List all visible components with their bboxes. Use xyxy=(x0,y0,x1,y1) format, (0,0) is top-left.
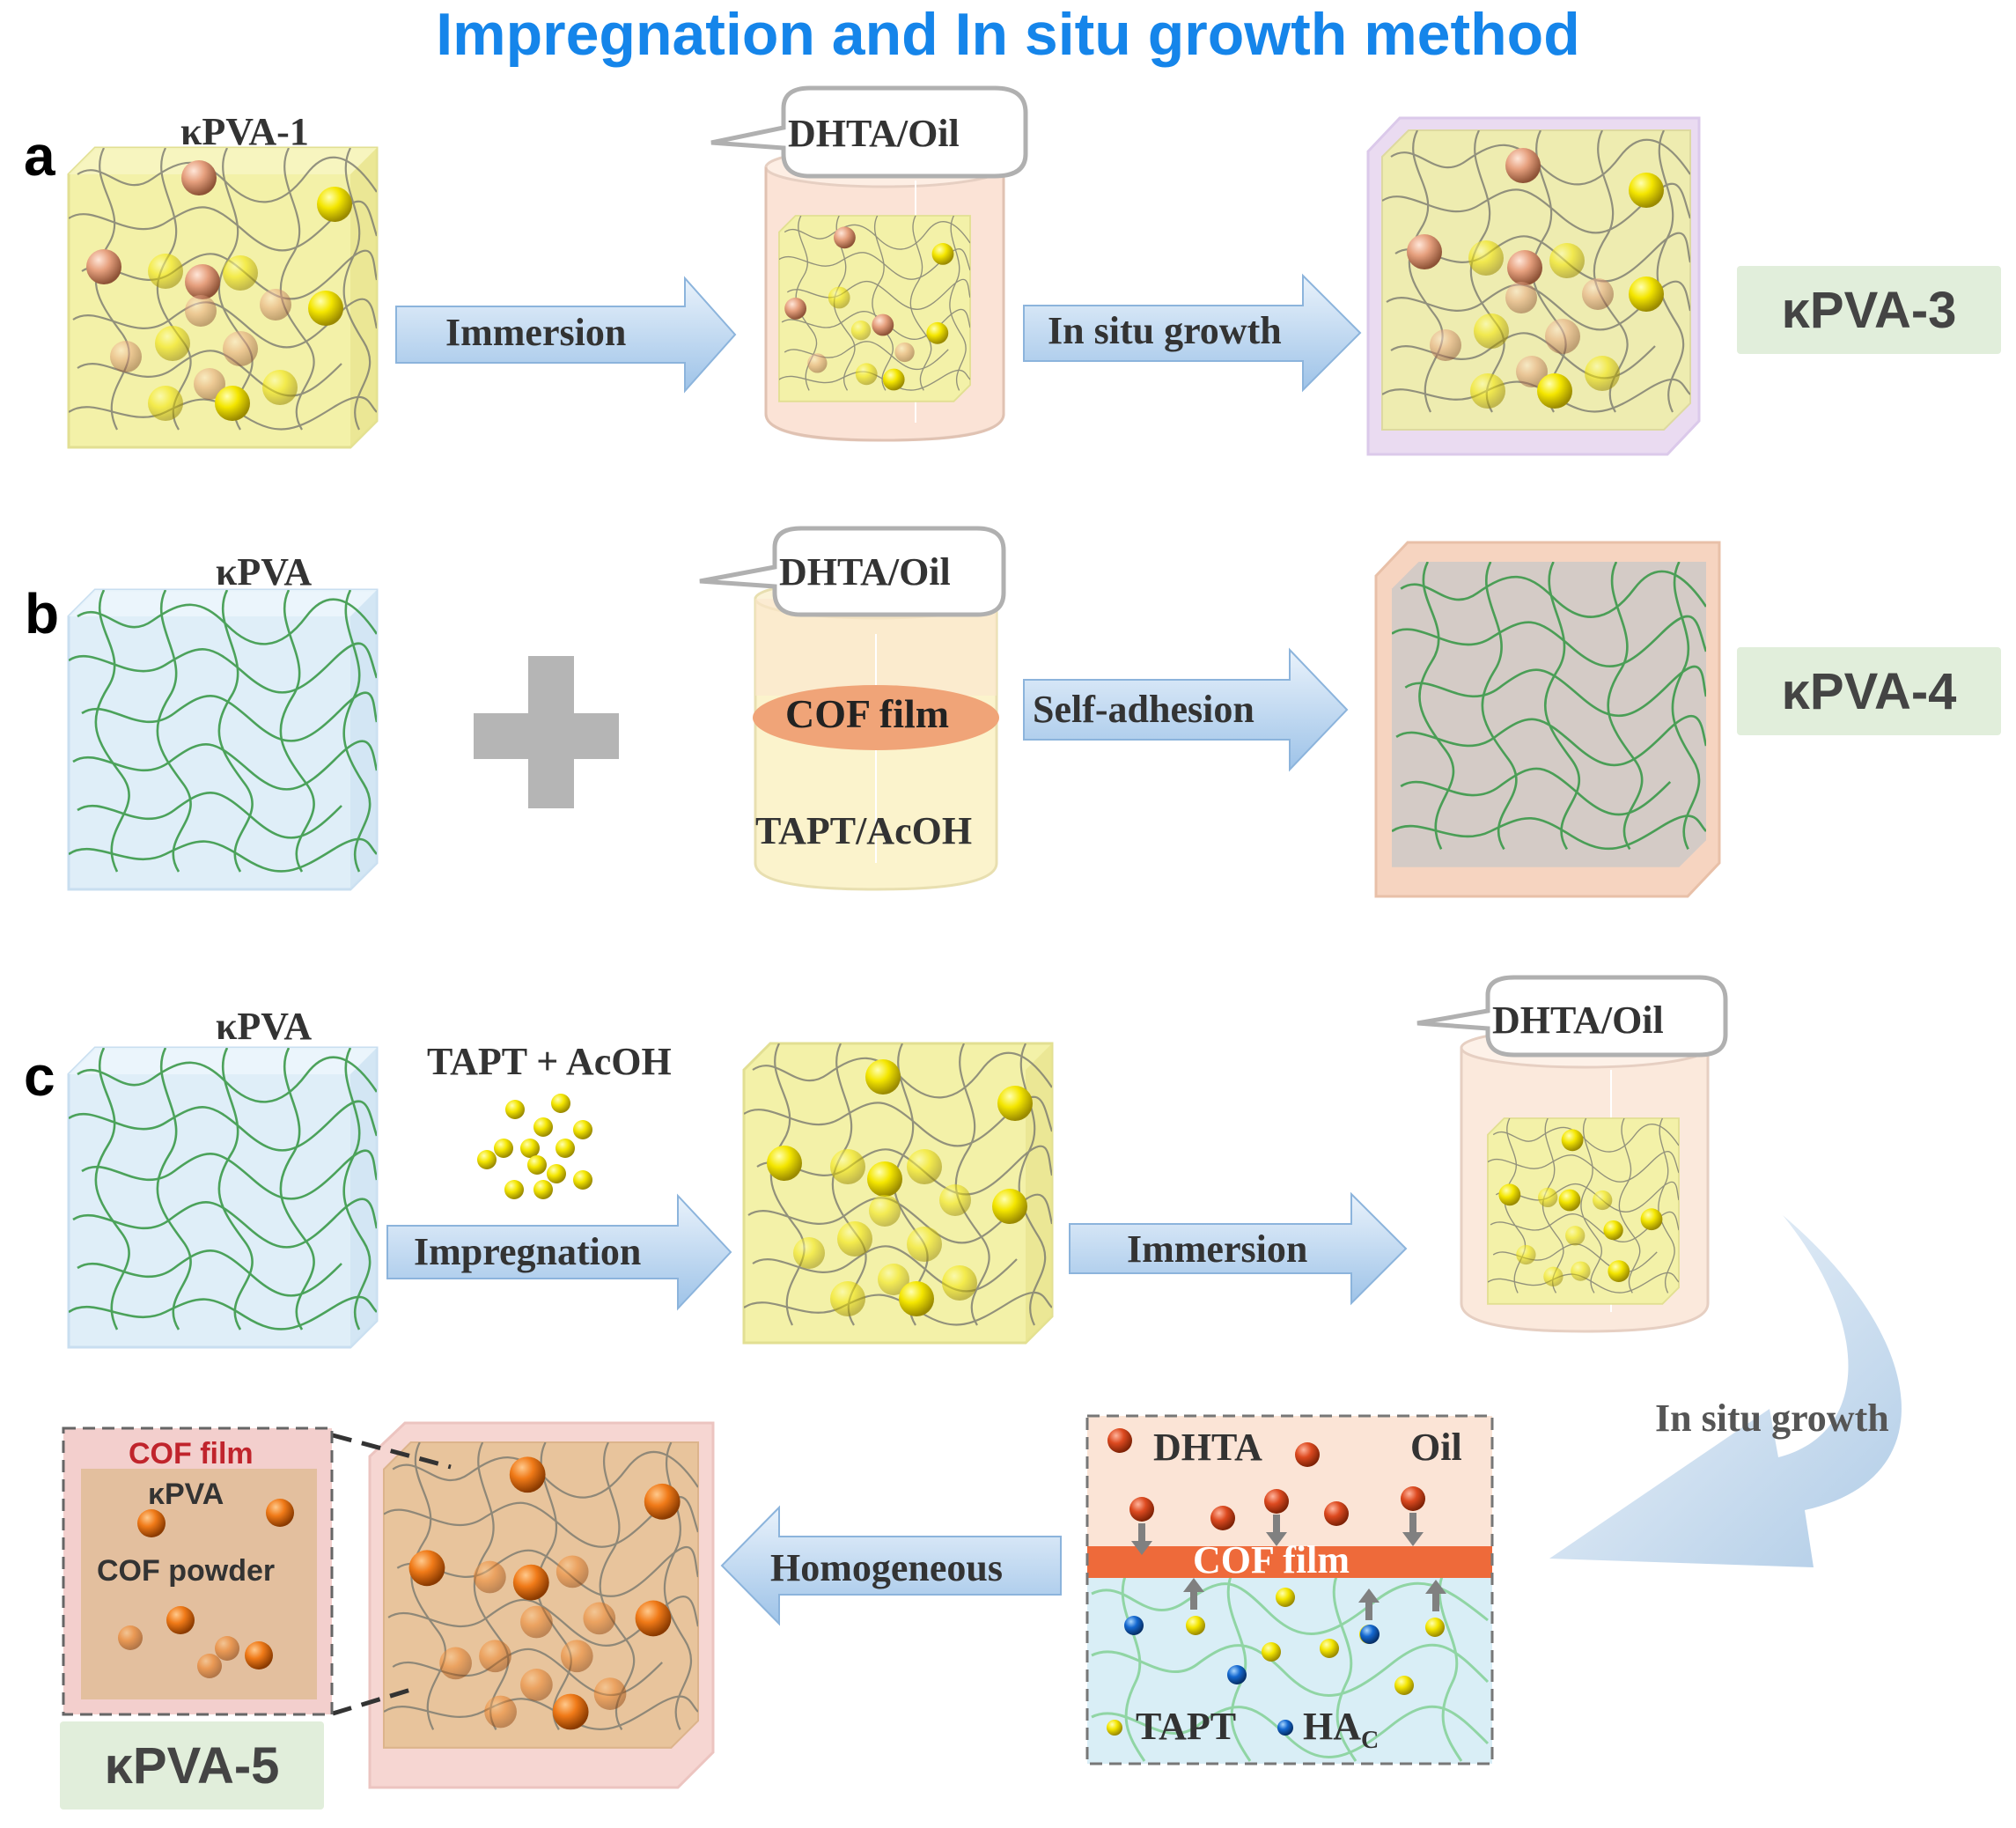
panel-letter-c: c xyxy=(24,1044,55,1108)
result-kpva-3: κPVA-3 xyxy=(1737,266,2001,354)
cube-kpva-1 xyxy=(67,146,379,449)
label-homogeneous: Homogeneous xyxy=(770,1546,1003,1589)
label-dhta-oil-b: DHTA/Oil xyxy=(779,550,951,593)
label-kpva-b: κPVA xyxy=(216,550,313,593)
label-immersion-a: Immersion xyxy=(445,311,627,354)
bubble-c xyxy=(1416,975,1728,1058)
panel-letter-b: b xyxy=(25,582,60,645)
inset-label-cof-film: COF film xyxy=(129,1437,254,1471)
arrow-in-situ-growth-a xyxy=(1023,273,1362,393)
beaker-c xyxy=(1460,1027,1710,1333)
label-ha-subscript: C xyxy=(1361,1726,1380,1754)
mechanism-box xyxy=(1085,1414,1494,1765)
panel-b xyxy=(67,526,1721,898)
panel-c xyxy=(62,975,1902,1789)
label-in-situ-growth-c: In situ growth xyxy=(1655,1397,1889,1440)
label-hac: HAC xyxy=(1303,1704,1379,1755)
inset-box xyxy=(62,1426,334,1716)
label-in-situ-growth-a: In situ growth xyxy=(1048,309,1282,352)
arrow-immersion-c xyxy=(1069,1191,1408,1306)
label-tapt: TAPT xyxy=(1136,1705,1237,1748)
panel-letter-a: a xyxy=(24,124,55,188)
label-dhta-oil-a: DHTA/Oil xyxy=(788,112,960,155)
label-immersion-c: Immersion xyxy=(1127,1227,1308,1271)
label-dhta-oil-c: DHTA/Oil xyxy=(1492,999,1664,1042)
label-tapt-acoh: TAPT/AcOH xyxy=(755,809,973,852)
label-cof-film-mechanism: COF film xyxy=(1193,1538,1350,1581)
zoom-line-top xyxy=(332,1433,452,1470)
label-ha: HA xyxy=(1303,1705,1361,1748)
arrow-immersion-a xyxy=(395,276,737,394)
label-oil: Oil xyxy=(1410,1426,1462,1469)
cube-kpva-4 xyxy=(1374,541,1721,898)
label-kpva-1: κPVA-1 xyxy=(180,110,309,153)
tapt-particles xyxy=(477,1094,592,1199)
bubble-a xyxy=(710,85,1028,179)
result-kpva-4: κPVA-4 xyxy=(1737,647,2001,735)
label-dhta: DHTA xyxy=(1153,1426,1262,1469)
cube-kpva-b xyxy=(67,588,379,891)
arrow-self-adhesion xyxy=(1023,647,1349,772)
label-cof-film-b: COF film xyxy=(785,691,950,736)
label-tapt-acoh-reagent: TAPT + AcOH xyxy=(427,1040,672,1083)
arrow-impregnation xyxy=(386,1193,732,1311)
plus-icon xyxy=(474,656,619,808)
panel-a xyxy=(67,85,1701,456)
label-self-adhesion: Self-adhesion xyxy=(1033,688,1254,731)
bubble-b xyxy=(699,526,1006,617)
inset-label-cof-powder: COF powder xyxy=(97,1554,276,1588)
zoom-line-bottom xyxy=(332,1686,415,1716)
cube-kpva-5 xyxy=(368,1421,715,1789)
beaker-a xyxy=(764,146,1005,442)
figure-title: Impregnation and In situ growth method xyxy=(436,1,1580,68)
label-kpva-c: κPVA xyxy=(216,1005,313,1048)
cube-kpva-c xyxy=(67,1046,379,1349)
label-impregnation: Impregnation xyxy=(414,1230,642,1273)
cof-film-band xyxy=(1087,1546,1492,1578)
curved-arrow-in-situ-growth xyxy=(1549,1215,1902,1567)
cube-impregnated xyxy=(742,1042,1054,1345)
inset-label-kpva: κPVA xyxy=(148,1478,224,1511)
cube-kpva-3 xyxy=(1366,116,1701,456)
cof-film-disc xyxy=(753,685,999,750)
arrow-homogeneous xyxy=(720,1505,1062,1626)
result-kpva-5: κPVA-5 xyxy=(60,1721,324,1810)
